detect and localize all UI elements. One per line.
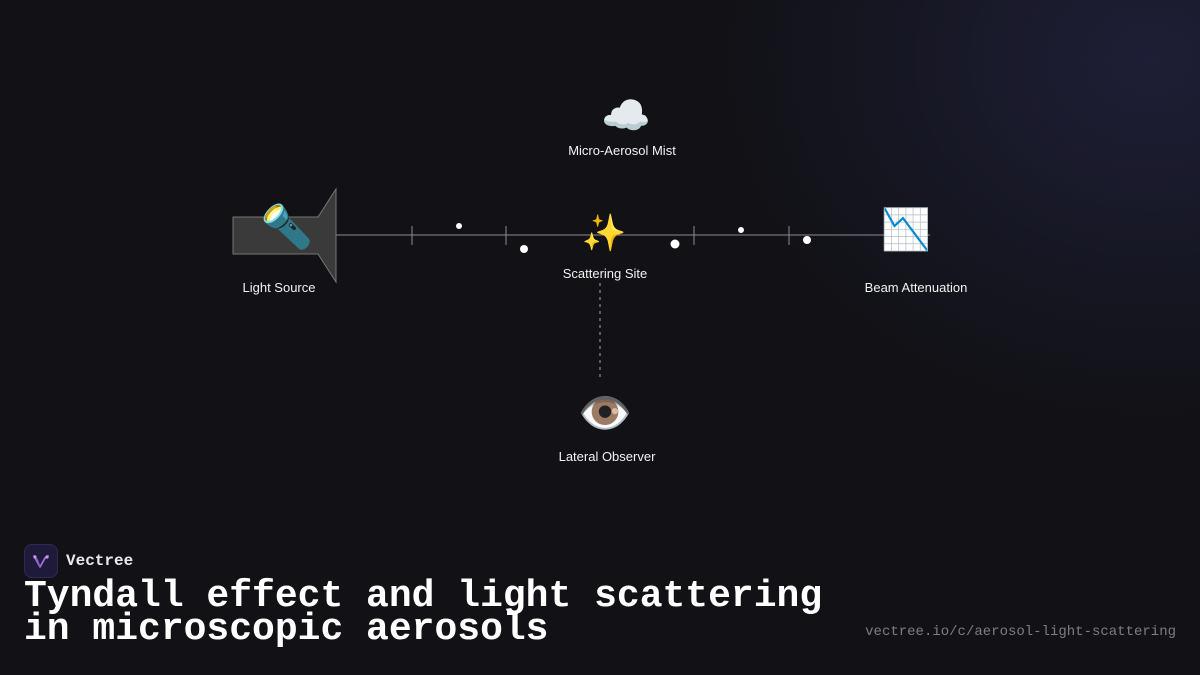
aerosol-particle xyxy=(670,239,680,249)
source-url[interactable]: vectree.io/c/aerosol-light-scattering xyxy=(865,624,1176,640)
aerosol-particle xyxy=(456,223,462,229)
aerosol-particle xyxy=(738,227,744,233)
flashlight-icon: 🔦 xyxy=(260,202,314,251)
aerosol-label: Micro-Aerosol Mist xyxy=(568,143,676,158)
beam-attenuation-label: Beam Attenuation xyxy=(864,280,968,295)
aerosol-particle xyxy=(803,236,811,244)
lateral-observer-label: Lateral Observer xyxy=(558,449,656,464)
brand: Vectree xyxy=(24,544,133,578)
eye-icon: 👁️ xyxy=(577,388,633,439)
chart-decreasing-icon: 📉 xyxy=(881,207,931,253)
cloud-icon: ☁️ xyxy=(601,93,651,139)
light-source-label: Light Source xyxy=(242,280,316,295)
light-source-housing xyxy=(232,187,337,284)
scattering-site-label: Scattering Site xyxy=(562,266,648,281)
page-title: Tyndall effect and light scattering in m… xyxy=(24,575,823,651)
brand-name: Vectree xyxy=(66,552,134,570)
aerosol-particle xyxy=(520,245,528,253)
vectree-logo-icon xyxy=(24,544,58,578)
sparkles-icon: ✨ xyxy=(581,213,627,254)
